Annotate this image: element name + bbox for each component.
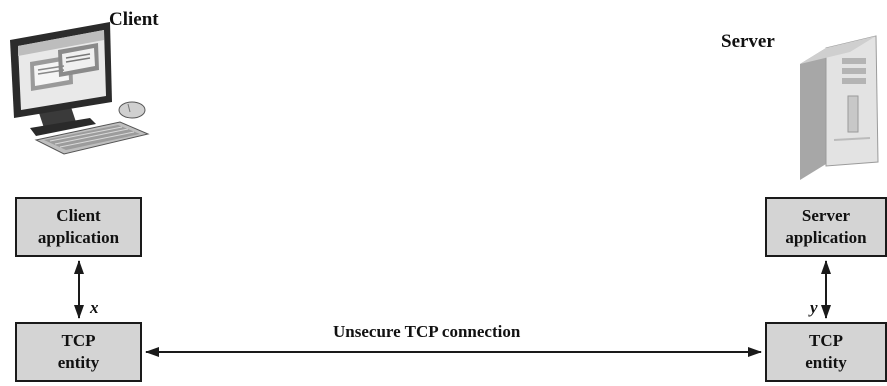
connection-label: Unsecure TCP connection (333, 322, 521, 341)
client-tcp-line2: entity (57, 353, 100, 372)
client-tcp-entity-box: TCP entity (15, 322, 142, 382)
server-application-line2: application (785, 228, 867, 247)
server-tcp-line2: entity (805, 353, 847, 372)
client-application-line2: application (37, 228, 120, 247)
server-application-box: Server application (765, 197, 887, 257)
server-var-y: y (810, 298, 818, 317)
client-application-box: Client application (15, 197, 142, 257)
client-tcp-line1: TCP (61, 331, 96, 350)
server-tower-icon (800, 35, 879, 180)
client-var-x: x (90, 298, 99, 317)
server-application-line1: Server (801, 206, 851, 225)
server-title: Server (721, 31, 775, 52)
client-title: Client (109, 9, 159, 30)
client-application-line1: Client (56, 206, 101, 225)
server-tcp-entity-box: TCP entity (765, 322, 887, 382)
client-computer-icon (10, 22, 150, 155)
server-tcp-line1: TCP (809, 331, 843, 350)
